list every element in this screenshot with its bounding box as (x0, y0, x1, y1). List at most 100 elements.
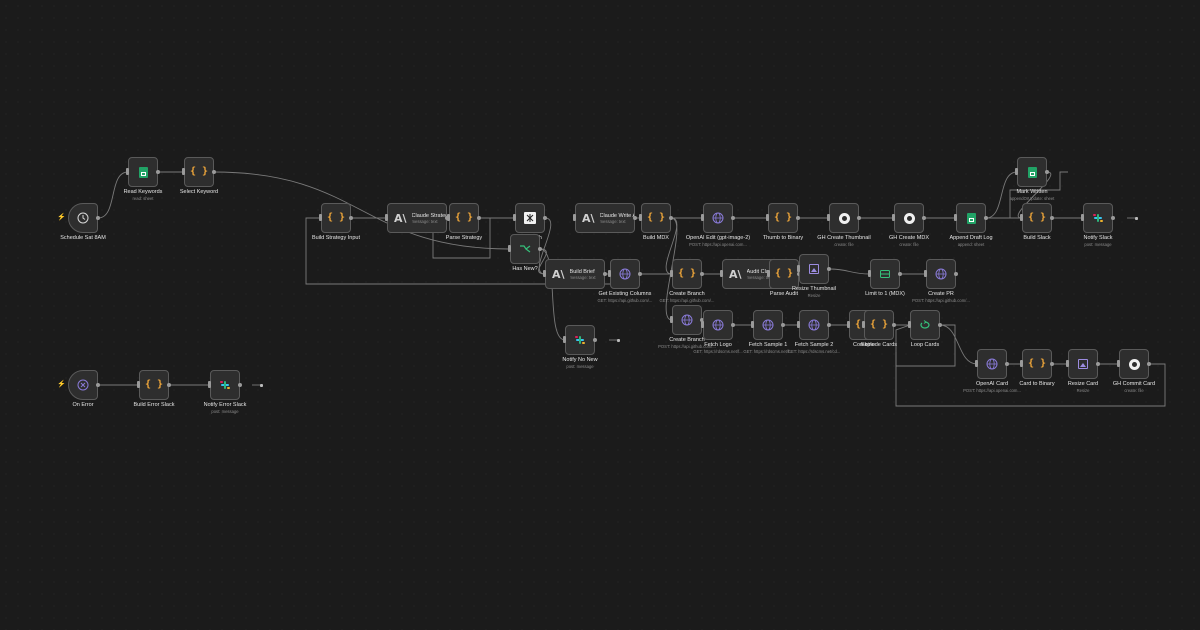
input-handle[interactable] (508, 245, 511, 252)
input-handle[interactable] (766, 214, 769, 221)
output-handle[interactable] (898, 272, 902, 276)
add-node-endpoint[interactable] (617, 338, 620, 342)
input-handle[interactable] (319, 214, 322, 221)
node-on-error[interactable] (68, 370, 98, 400)
connection[interactable] (1009, 171, 1068, 219)
output-handle[interactable] (827, 267, 831, 271)
connection[interactable] (97, 171, 129, 219)
output-handle[interactable] (212, 170, 216, 174)
output-handle[interactable] (96, 383, 100, 387)
input-handle[interactable] (827, 214, 830, 221)
connection[interactable] (828, 268, 871, 275)
node-openai-edit[interactable] (703, 203, 733, 233)
input-handle[interactable] (137, 381, 140, 388)
node-loop-cards[interactable] (910, 310, 940, 340)
connection[interactable] (895, 324, 1166, 407)
input-handle[interactable] (543, 270, 546, 277)
connection[interactable] (1018, 171, 1051, 219)
output-handle[interactable] (238, 383, 242, 387)
input-handle[interactable] (208, 381, 211, 388)
node-limit-mdx[interactable] (870, 259, 900, 289)
node-gh-mdx[interactable] (894, 203, 924, 233)
output-handle[interactable] (633, 216, 637, 220)
output-handle[interactable] (538, 247, 542, 251)
input-handle[interactable] (573, 214, 576, 221)
input-handle[interactable] (797, 265, 800, 272)
output-handle[interactable] (1045, 170, 1049, 174)
input-handle[interactable] (954, 214, 957, 221)
input-handle[interactable] (1081, 214, 1084, 221)
node-notify-slack[interactable] (1083, 203, 1113, 233)
node-gh-thumb[interactable] (829, 203, 859, 233)
output-handle[interactable] (700, 272, 704, 276)
input-handle[interactable] (563, 336, 566, 343)
node-notify-error[interactable] (210, 370, 240, 400)
input-handle[interactable] (751, 321, 754, 328)
output-handle[interactable] (731, 216, 735, 220)
input-handle[interactable] (868, 270, 871, 277)
node-build-mdx[interactable]: { } (641, 203, 671, 233)
output-handle[interactable] (1147, 362, 1151, 366)
output-handle[interactable] (922, 216, 926, 220)
output-handle[interactable] (543, 216, 547, 220)
connection[interactable] (985, 171, 1018, 219)
output-handle[interactable] (731, 323, 735, 327)
node-read-keywords[interactable] (128, 157, 158, 187)
node-claude-strategy[interactable]: A\Claude Strategymessage: text (387, 203, 447, 233)
connection[interactable] (539, 248, 566, 341)
output-handle[interactable] (349, 216, 353, 220)
input-handle[interactable] (767, 270, 770, 277)
output-handle[interactable] (593, 338, 597, 342)
input-handle[interactable] (701, 321, 704, 328)
node-resize-card[interactable] (1068, 349, 1098, 379)
input-handle[interactable] (892, 214, 895, 221)
node-parse-strategy[interactable]: { } (449, 203, 479, 233)
connection[interactable] (895, 324, 956, 367)
input-handle[interactable] (924, 270, 927, 277)
output-handle[interactable] (938, 323, 942, 327)
output-handle[interactable] (781, 323, 785, 327)
input-handle[interactable] (670, 270, 673, 277)
output-handle[interactable] (892, 323, 896, 327)
connection[interactable] (665, 217, 678, 321)
output-handle[interactable] (638, 272, 642, 276)
node-get-columns[interactable] (610, 259, 640, 289)
node-build-slack[interactable]: { } (1022, 203, 1052, 233)
node-schedule[interactable] (68, 203, 98, 233)
output-handle[interactable] (1050, 362, 1054, 366)
node-research[interactable] (515, 203, 545, 233)
output-handle[interactable] (1005, 362, 1009, 366)
input-handle[interactable] (1015, 168, 1018, 175)
input-handle[interactable] (447, 214, 450, 221)
output-handle[interactable] (1096, 362, 1100, 366)
output-handle[interactable] (477, 216, 481, 220)
input-handle[interactable] (1066, 360, 1069, 367)
node-resize-thumb[interactable] (799, 254, 829, 284)
connection[interactable] (213, 171, 511, 250)
output-handle[interactable] (700, 318, 704, 322)
input-handle[interactable] (908, 321, 911, 328)
node-append-draft[interactable] (956, 203, 986, 233)
node-claude-write[interactable]: A\Claude Write Articlemessage: text (575, 203, 635, 233)
input-handle[interactable] (126, 168, 129, 175)
input-handle[interactable] (975, 360, 978, 367)
input-handle[interactable] (608, 270, 611, 277)
connection[interactable] (538, 248, 547, 275)
node-gh-commit[interactable] (1119, 349, 1149, 379)
input-handle[interactable] (639, 214, 642, 221)
output-handle[interactable] (1050, 216, 1054, 220)
add-node-endpoint[interactable] (1135, 216, 1138, 220)
connection[interactable] (939, 324, 978, 365)
node-parse-audit[interactable]: { } (769, 259, 799, 289)
node-has-new[interactable] (510, 234, 540, 264)
output-handle[interactable] (156, 170, 160, 174)
input-handle[interactable] (1020, 214, 1023, 221)
node-fetch-sample1[interactable] (753, 310, 783, 340)
input-handle[interactable] (182, 168, 185, 175)
input-handle[interactable] (701, 214, 704, 221)
node-select-keyword[interactable]: { } (184, 157, 214, 187)
node-notify-no-new[interactable] (565, 325, 595, 355)
input-handle[interactable] (720, 270, 723, 277)
input-handle[interactable] (1020, 360, 1023, 367)
